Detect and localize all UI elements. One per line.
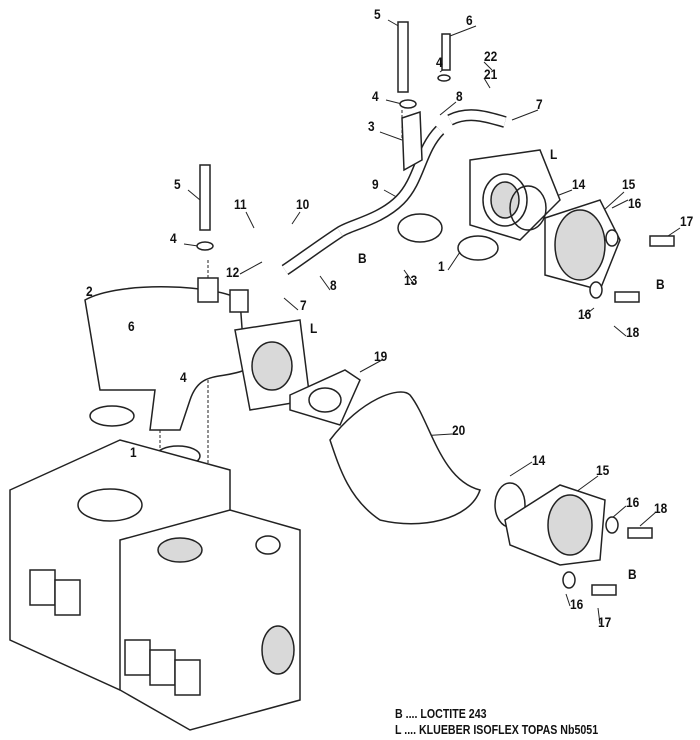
callout-4: 4 <box>372 88 379 104</box>
callout-1: 1 <box>438 258 445 274</box>
callout-5: 5 <box>174 176 181 192</box>
callout-5: 5 <box>374 6 381 22</box>
callout-B: B <box>656 276 665 292</box>
callout-4: 4 <box>180 369 187 385</box>
callout-B: B <box>358 250 367 266</box>
callout-6: 6 <box>128 318 135 334</box>
callout-7: 7 <box>300 297 307 313</box>
legend: B .... LOCTITE 243 L .... KLUEBER ISOFLE… <box>395 706 598 738</box>
callout-16: 16 <box>578 306 592 322</box>
callout-15: 15 <box>622 176 636 192</box>
callout-2: 2 <box>86 283 93 299</box>
callout-8: 8 <box>456 88 463 104</box>
callout-1: 1 <box>130 444 137 460</box>
bolt-6-top <box>441 33 451 71</box>
callout-17: 17 <box>680 213 694 229</box>
callout-B: B <box>628 566 637 582</box>
callout-13: 13 <box>404 272 418 288</box>
callout-14: 14 <box>572 176 586 192</box>
callout-18: 18 <box>626 324 640 340</box>
callout-9: 9 <box>372 176 379 192</box>
callout-6: 6 <box>466 12 473 28</box>
callout-4: 4 <box>436 54 443 70</box>
callout-3: 3 <box>368 118 375 134</box>
legend-l: L .... KLUEBER ISOFLEX TOPAS Nb5051 <box>395 723 599 737</box>
callout-4: 4 <box>170 230 177 246</box>
callout-8: 8 <box>330 277 337 293</box>
callout-L: L <box>550 146 558 162</box>
callout-21: 21 <box>484 66 498 82</box>
callout-18: 18 <box>654 500 668 516</box>
callout-15: 15 <box>596 462 610 478</box>
bolt-5-left <box>199 164 211 231</box>
legend-b: B .... LOCTITE 243 <box>395 707 487 721</box>
callout-22: 22 <box>484 48 498 64</box>
callout-19: 19 <box>374 348 388 364</box>
callout-16: 16 <box>626 494 640 510</box>
callout-12: 12 <box>226 264 240 280</box>
callout-7: 7 <box>536 96 543 112</box>
callout-16: 16 <box>628 195 642 211</box>
callout-10: 10 <box>296 196 310 212</box>
callout-14: 14 <box>532 452 546 468</box>
callout-16: 16 <box>570 596 584 612</box>
callout-11: 11 <box>234 196 247 212</box>
callout-L: L <box>310 320 318 336</box>
callout-17: 17 <box>598 614 612 630</box>
bolt-5-top <box>397 21 409 93</box>
callout-20: 20 <box>452 422 466 438</box>
